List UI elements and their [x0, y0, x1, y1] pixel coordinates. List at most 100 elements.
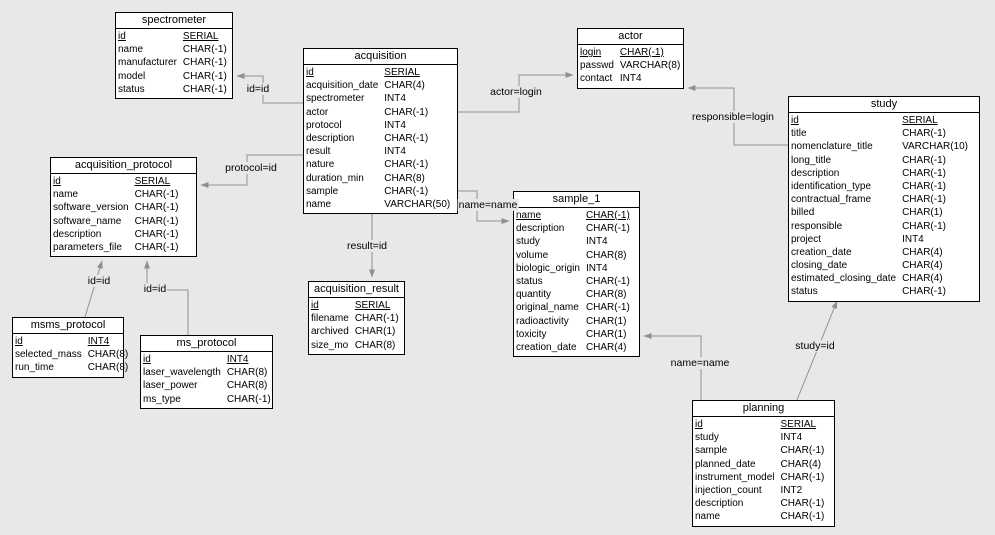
table-title-spectrometer[interactable]: spectrometer	[116, 13, 232, 29]
field-name-ms_protocol-id: id	[143, 354, 151, 365]
field-type-sample_1-study: INT4	[585, 236, 608, 248]
field-name-acquisition_result-size_mo: size_mo	[311, 339, 349, 351]
field-name-spectrometer-name: name	[118, 44, 144, 56]
relation-label-ms_protocol-acquisition_protocol: id=id	[142, 283, 168, 295]
field-type-planning-id: SERIAL	[780, 419, 817, 430]
field-type-ms_protocol-laser_wavelength: CHAR(8)	[226, 367, 268, 379]
table-title-acquisition[interactable]: acquisition	[304, 49, 457, 65]
field-type-acquisition_protocol-software_name: CHAR(-1)	[134, 215, 179, 227]
field-type-study-nomenclature_title: VARCHAR(10)	[902, 141, 969, 153]
relation-line-planning-sample_1[interactable]	[643, 333, 702, 400]
relation-label-study-actor: responsible=login	[690, 111, 776, 123]
relation-label-msms_protocol-acquisition_protocol: id=id	[86, 275, 112, 287]
field-name-sample_1-status: status	[516, 275, 543, 287]
field-type-spectrometer-name: CHAR(-1)	[182, 44, 227, 56]
table-title-acquisition_result[interactable]: acquisition_result	[309, 282, 404, 298]
field-type-planning-name: CHAR(-1)	[780, 511, 825, 523]
field-name-msms_protocol-selected_mass: selected_mass	[15, 349, 82, 361]
field-name-acquisition-spectrometer: spectrometer	[306, 93, 365, 105]
field-type-study-responsible: CHAR(-1)	[902, 220, 946, 232]
field-type-acquisition-result: INT4	[384, 146, 406, 158]
field-name-acquisition_result-archived: archived	[311, 326, 349, 338]
field-type-actor-passwd: VARCHAR(8)	[619, 60, 681, 72]
field-name-study-status: status	[791, 286, 818, 298]
table-title-planning[interactable]: planning	[693, 401, 834, 417]
field-type-acquisition-acquisition_date: CHAR(4)	[384, 80, 425, 92]
field-name-acquisition-duration_min: duration_min	[306, 172, 364, 184]
table-title-ms_protocol[interactable]: ms_protocol	[141, 336, 272, 352]
field-type-planning-description: CHAR(-1)	[780, 498, 825, 510]
table-title-acquisition_protocol[interactable]: acquisition_protocol	[51, 158, 196, 174]
field-name-study-description: description	[791, 167, 840, 179]
field-name-acquisition_protocol-software_name: software_name	[53, 215, 122, 227]
field-name-study-billed: billed	[791, 207, 815, 219]
table-title-actor[interactable]: actor	[578, 29, 683, 45]
field-type-spectrometer-manufacturer: CHAR(-1)	[182, 57, 227, 69]
field-name-sample_1-creation_date: creation_date	[516, 341, 577, 353]
field-name-spectrometer-manufacturer: manufacturer	[118, 57, 177, 69]
field-name-spectrometer-status: status	[118, 83, 145, 95]
field-name-msms_protocol-run_time: run_time	[15, 362, 54, 374]
field-name-planning-study: study	[695, 432, 719, 444]
field-type-sample_1-quantity: CHAR(8)	[585, 289, 627, 301]
relation-label-planning-sample_1: name=name	[669, 357, 731, 369]
field-type-study-closing_date: CHAR(4)	[902, 260, 943, 272]
field-type-study-description: CHAR(-1)	[902, 167, 946, 179]
field-type-acquisition_protocol-software_version: CHAR(-1)	[134, 202, 179, 214]
field-type-sample_1-volume: CHAR(8)	[585, 249, 627, 261]
field-name-acquisition-name: name	[306, 198, 332, 210]
field-name-planning-planned_date: planned_date	[695, 458, 756, 470]
field-name-acquisition_protocol-name: name	[53, 189, 79, 201]
relation-label-acquisition-acquisition_protocol: protocol=id	[224, 162, 278, 174]
relation-line-msms_protocol-acquisition_protocol[interactable]	[84, 260, 103, 318]
field-type-planning-planned_date: CHAR(4)	[780, 458, 822, 470]
field-name-study-contractual_frame: contractual_frame	[791, 194, 872, 206]
field-name-actor-passwd: passwd	[580, 60, 614, 72]
field-name-acquisition_protocol-software_version: software_version	[53, 202, 129, 214]
field-type-acquisition-name: VARCHAR(50)	[384, 198, 451, 210]
field-name-acquisition-nature: nature	[306, 159, 335, 171]
relation-line-ms_protocol-acquisition_protocol[interactable]	[144, 260, 189, 335]
field-name-planning-name: name	[695, 511, 721, 523]
field-type-acquisition_protocol-parameters_file: CHAR(-1)	[134, 241, 179, 253]
field-type-study-status: CHAR(-1)	[902, 286, 946, 298]
field-name-study-creation_date: creation_date	[791, 246, 852, 258]
field-type-sample_1-radioactivity: CHAR(1)	[585, 315, 627, 327]
field-name-study-id: id	[791, 115, 799, 126]
field-type-planning-sample: CHAR(-1)	[780, 445, 825, 457]
relation-label-acquisition-spectrometer: id=id	[245, 83, 271, 95]
field-name-acquisition-actor: actor	[306, 106, 329, 118]
field-type-acquisition_result-archived: CHAR(1)	[354, 326, 396, 338]
field-type-sample_1-creation_date: CHAR(4)	[585, 341, 627, 353]
field-name-acquisition_result-filename: filename	[311, 313, 349, 325]
field-type-planning-study: INT4	[780, 432, 803, 444]
field-type-acquisition-sample: CHAR(-1)	[384, 185, 429, 197]
table-title-study[interactable]: study	[789, 97, 979, 113]
field-name-study-identification_type: identification_type	[791, 180, 872, 192]
table-title-msms_protocol[interactable]: msms_protocol	[13, 318, 123, 334]
field-type-msms_protocol-run_time: CHAR(8)	[87, 362, 129, 374]
field-name-sample_1-study: study	[516, 236, 540, 248]
field-type-study-contractual_frame: CHAR(-1)	[902, 194, 946, 206]
relation-label-acquisition-actor: actor=login	[489, 86, 543, 98]
field-type-study-project: INT4	[902, 233, 924, 245]
table-title-sample_1[interactable]: sample_1	[514, 192, 639, 208]
field-name-acquisition-id: id	[306, 67, 314, 78]
